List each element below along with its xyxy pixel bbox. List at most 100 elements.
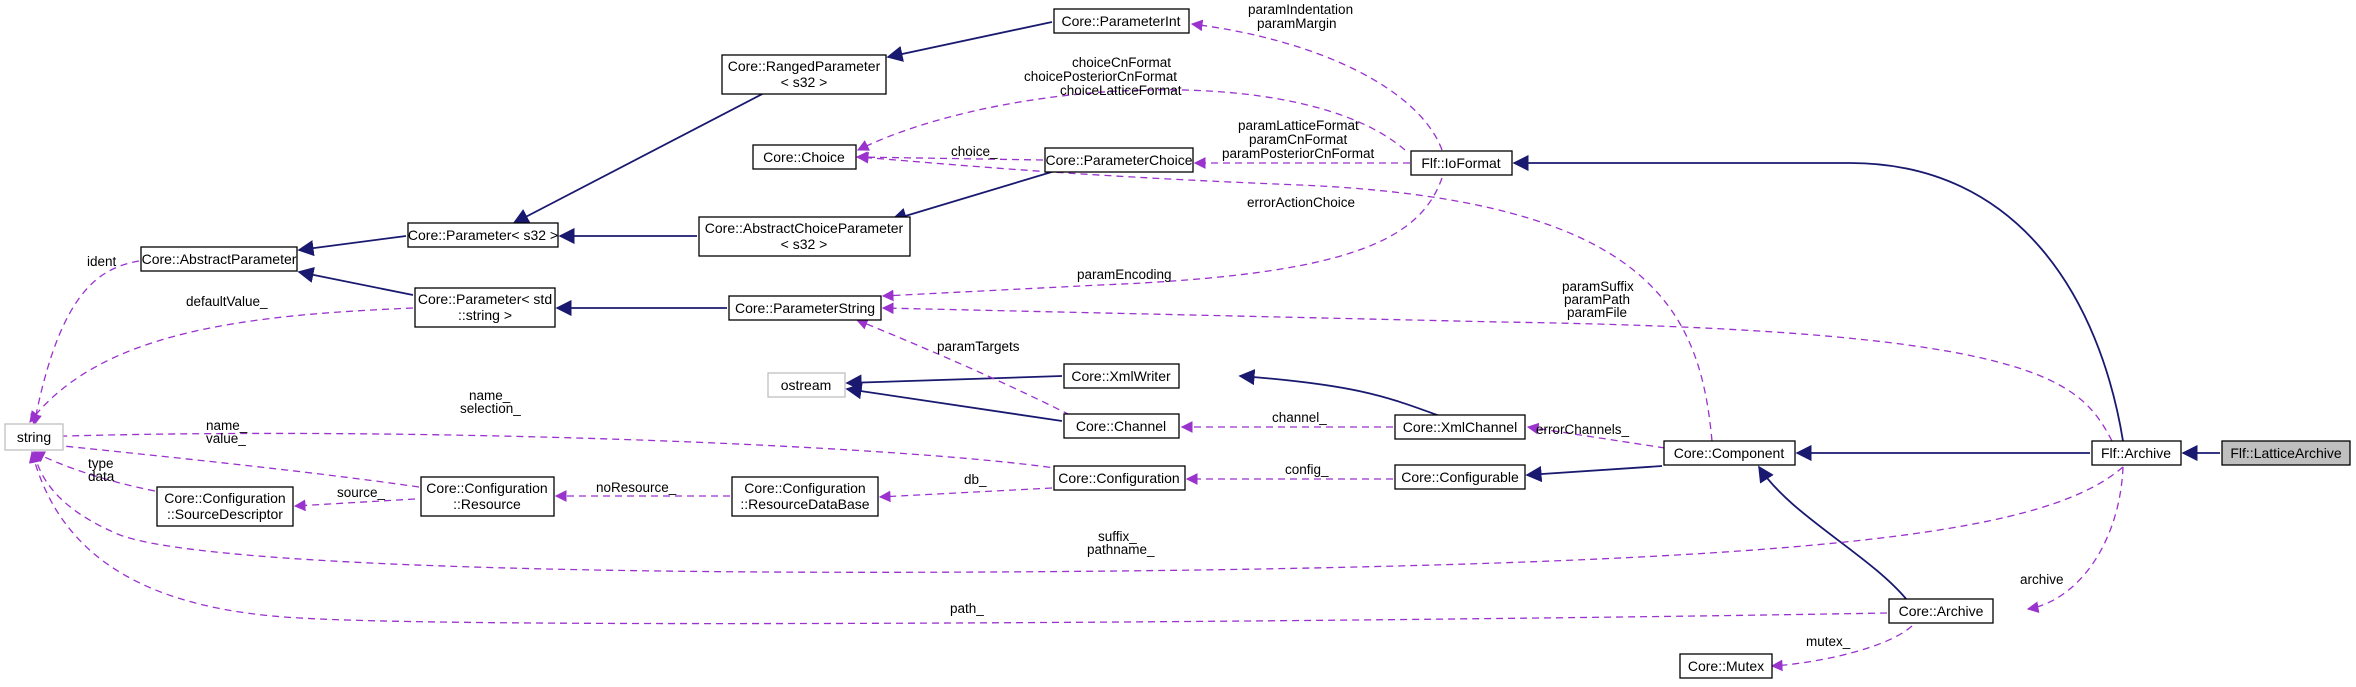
label-value: value_ (206, 431, 246, 446)
edge-parameterchoice-to-choice (855, 151, 1044, 164)
svg-text:Core::Component: Core::Component (1674, 445, 1785, 461)
usage-edges (28, 19, 2124, 672)
node-core-parameter-s32[interactable]: Core::Parameter< s32 > (407, 222, 559, 248)
label-source: source_ (337, 485, 386, 500)
node-core-configuration-sourcedescriptor[interactable]: Core::Configuration ::SourceDescriptor (156, 486, 294, 527)
svg-text:Core::AbstractChoiceParameter: Core::AbstractChoiceParameter (705, 220, 904, 236)
edge-parameter-string-to-string (29, 307, 414, 423)
label-pathname: pathname_ (1087, 542, 1155, 557)
svg-text:Core::ParameterChoice: Core::ParameterChoice (1045, 152, 1192, 168)
label-choice: choice_ (951, 144, 998, 159)
label-parammargin: paramMargin (1257, 16, 1337, 31)
edge-xmlchannel-xmlwriter (1238, 369, 1441, 417)
label-paramsuffix: paramSuffix (1562, 279, 1634, 294)
svg-text:Core::ParameterInt: Core::ParameterInt (1061, 13, 1180, 29)
node-core-abstractparameter[interactable]: Core::AbstractParameter (140, 246, 298, 272)
node-core-choice[interactable]: Core::Choice (752, 144, 857, 170)
node-ostream[interactable]: ostream (767, 372, 846, 398)
edge-parameter-string-abstractparameter (297, 266, 414, 296)
nodes: Flf::LatticeArchive Flf::Archive Flf::Io… (4, 8, 2351, 679)
svg-text:Core::Configuration: Core::Configuration (744, 480, 865, 496)
svg-text:ostream: ostream (781, 377, 832, 393)
label-data: data (88, 469, 115, 484)
node-core-configuration-resource[interactable]: Core::Configuration ::Resource (420, 476, 555, 517)
label-paramposteriorcnformat: paramPosteriorCnFormat (1222, 146, 1375, 161)
node-core-parameterint[interactable]: Core::ParameterInt (1053, 8, 1190, 34)
node-flf-archive[interactable]: Flf::Archive (2091, 440, 2182, 466)
svg-text:Core::XmlWriter: Core::XmlWriter (1071, 368, 1171, 384)
label-selection: selection_ (460, 401, 521, 416)
svg-text:::Resource: ::Resource (453, 496, 521, 512)
node-core-parameterchoice[interactable]: Core::ParameterChoice (1044, 147, 1194, 173)
node-core-channel[interactable]: Core::Channel (1063, 413, 1180, 439)
svg-text:Core::RangedParameter: Core::RangedParameter (728, 58, 881, 74)
label-ident: ident (87, 254, 117, 269)
edge-resource-to-string (32, 438, 420, 488)
label-paramfile: paramFile (1567, 305, 1627, 320)
node-core-mutex[interactable]: Core::Mutex (1679, 653, 1773, 679)
node-core-abstractchoiceparameter[interactable]: Core::AbstractChoiceParameter < s32 > (698, 216, 911, 257)
label-choiceposteriorcnformat: choicePosteriorCnFormat (1024, 69, 1177, 84)
label-name: name_ (469, 388, 511, 403)
svg-text:Flf::Archive: Flf::Archive (2101, 445, 2171, 461)
svg-text:Core::Configuration: Core::Configuration (426, 480, 547, 496)
edge-xmlwriter-ostream (845, 374, 1063, 391)
label-name-2: name_ (206, 418, 248, 433)
label-suffix: suffix_ (1098, 529, 1137, 544)
label-archive: archive (2020, 572, 2064, 587)
edge-labels: archive mutex_ path_ suffix_ pathname_ p… (87, 2, 2064, 649)
node-core-xmlchannel[interactable]: Core::XmlChannel (1394, 414, 1526, 440)
edge-corearchive-component (1758, 465, 1908, 601)
node-core-parameterstring[interactable]: Core::ParameterString (728, 295, 882, 321)
svg-text:::ResourceDataBase: ::ResourceDataBase (740, 496, 869, 512)
label-config: config_ (1285, 462, 1329, 477)
node-core-parameter-std-string[interactable]: Core::Parameter< std ::string > (414, 287, 556, 328)
label-choicecnformat: choiceCnFormat (1072, 55, 1171, 70)
node-core-component[interactable]: Core::Component (1663, 440, 1796, 466)
node-core-rangedparameter[interactable]: Core::RangedParameter < s32 > (721, 54, 887, 95)
edge-corearchive-to-mutex (1770, 625, 1913, 672)
label-paramencoding: paramEncoding (1077, 267, 1172, 282)
edge-component-configurable (1525, 465, 1663, 483)
edge-archive-to-corearchive (2026, 466, 2124, 613)
node-core-configurable[interactable]: Core::Configurable (1394, 464, 1526, 490)
svg-text:Core::Configuration: Core::Configuration (164, 490, 285, 506)
edge-archive-to-parameterstring (881, 302, 2113, 442)
edge-parameterchoice-abstractchoice (890, 167, 1066, 224)
edge-sourcedescriptor-to-string (32, 451, 156, 492)
edge-configuration-to-resourcedatabase (878, 487, 1053, 503)
svg-text:Core::Choice: Core::Choice (763, 149, 845, 165)
node-string[interactable]: string (4, 423, 64, 451)
edge-rangedparameter-parameter-s32 (512, 89, 771, 224)
label-mutex: mutex_ (1806, 634, 1851, 649)
svg-text:Flf::LatticeArchive: Flf::LatticeArchive (2230, 445, 2341, 461)
svg-text:Core::AbstractParameter: Core::AbstractParameter (142, 251, 297, 267)
svg-text:Core::XmlChannel: Core::XmlChannel (1403, 419, 1517, 435)
svg-text:< s32 >: < s32 > (781, 74, 828, 90)
edge-resource-to-sourcedescriptor (293, 498, 416, 512)
svg-text:::string >: ::string > (458, 307, 512, 323)
node-core-configuration[interactable]: Core::Configuration (1053, 465, 1186, 491)
label-channel: channel_ (1272, 410, 1327, 425)
inheritance-edges (297, 21, 2220, 601)
edge-corearchive-to-string (28, 450, 1888, 625)
edge-abstractparameter-to-string (30, 260, 140, 427)
label-path: path_ (950, 601, 984, 616)
label-choicelatticeformat: choiceLatticeFormat (1060, 83, 1182, 98)
node-core-xmlwriter[interactable]: Core::XmlWriter (1063, 363, 1180, 389)
label-type: type (88, 456, 114, 471)
edge-archive-ioformat (1512, 154, 2124, 442)
svg-text:Core::Parameter< std: Core::Parameter< std (418, 291, 552, 307)
edge-parameter-s32-abstractparameter (297, 235, 407, 257)
node-flf-ioformat[interactable]: Flf::IoFormat (1410, 150, 1513, 176)
label-noresource: noResource_ (596, 480, 677, 495)
edge-ioformat-to-choice (856, 89, 1406, 151)
svg-text:Core::Channel: Core::Channel (1076, 418, 1166, 434)
node-core-configuration-resourcedatabase[interactable]: Core::Configuration ::ResourceDataBase (731, 476, 879, 517)
node-core-archive[interactable]: Core::Archive (1888, 598, 1994, 624)
label-errorchannels: errorChannels_ (1536, 422, 1630, 437)
svg-text:Flf::IoFormat: Flf::IoFormat (1421, 155, 1500, 171)
node-flf-latticearchive[interactable]: Flf::LatticeArchive (2221, 440, 2351, 466)
label-paramlatticeformat: paramLatticeFormat (1238, 118, 1359, 133)
